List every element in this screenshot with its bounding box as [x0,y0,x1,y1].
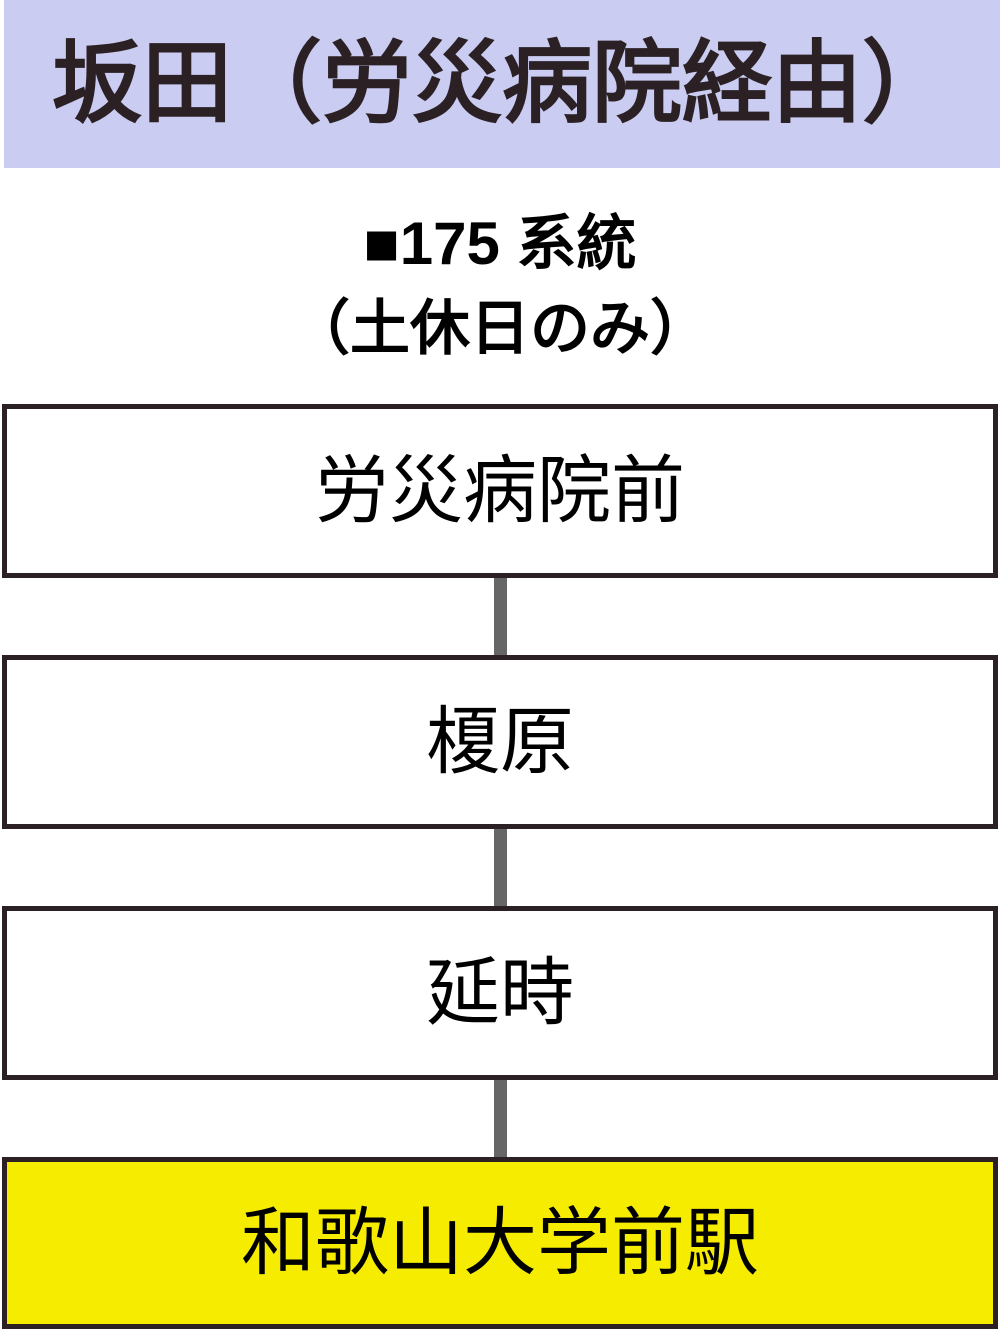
connector-line [493,829,507,906]
stop-box-rosai-byoin-mae: 労災病院前 [2,404,998,578]
stop-box-nobetoki: 延時 [2,906,998,1080]
stop-label: 延時 [426,951,574,1034]
stop-diagram: 労災病院前 榎原 延時 和歌山大学前駅 [0,404,1000,1329]
route-info: ■175 系統 （土休日のみ） [0,168,1000,404]
service-days-note: （土休日のみ） [290,295,710,362]
stop-label: 労災病院前 [315,449,685,532]
route-title-banner: 坂田（労災病院経由） [4,0,1000,168]
stop-label: 榎原 [426,700,574,783]
stop-box-wakayama-daigaku-mae-eki: 和歌山大学前駅 [2,1157,998,1329]
connector-line [493,578,507,655]
route-title: 坂田（労災病院経由） [52,34,952,134]
stop-box-ebara: 榎原 [2,655,998,829]
stop-label: 和歌山大学前駅 [241,1201,759,1284]
route-number: ■175 系統 [363,209,637,277]
connector-line [493,1080,507,1157]
